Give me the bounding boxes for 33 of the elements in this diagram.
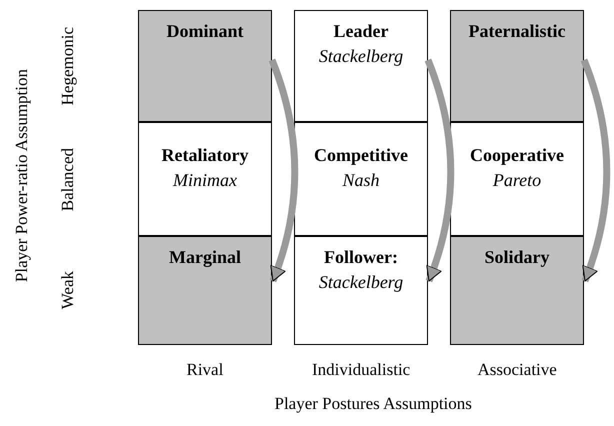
cell-heading: Paternalistic [468,21,566,42]
cell-subtitle: Nash [342,170,380,191]
matrix-cell [138,10,272,122]
curved-arrow [580,58,610,282]
cell-heading: Marginal [169,247,241,268]
axis-title: Player Power-ratio Assumption [12,68,32,282]
cell-heading: Solidary [484,247,550,268]
cell-heading: Retaliatory [162,145,248,166]
axis-label: Rival [186,360,224,380]
cell-heading: Dominant [166,21,244,42]
matrix-cell [294,236,428,345]
cell-subtitle: Minimax [173,170,237,191]
curved-arrow [268,58,298,282]
cell-heading: Competitive [314,145,408,166]
cell-subtitle: Pareto [492,170,542,191]
cell-subtitle: Stackelberg [318,272,404,293]
matrix-cell [450,236,584,345]
cell-heading: Follower: [324,247,398,268]
axis-label: Individualistic [312,360,410,380]
axis-label: Hegemonic [58,27,78,106]
matrix-cell [294,10,428,122]
cell-heading: Cooperative [470,145,564,166]
cell-subtitle: Stackelberg [318,46,404,67]
cell-heading: Leader [334,21,388,42]
matrix-cell [294,122,428,236]
matrix-cell [138,236,272,345]
matrix-cell [138,122,272,236]
axis-label: Weak [58,271,78,310]
axis-label: Associative [478,360,557,380]
matrix-cell [450,122,584,236]
matrix-cell [450,10,584,122]
axis-label: Balanced [58,148,78,211]
axis-title: Player Postures Assumptions [274,394,472,414]
